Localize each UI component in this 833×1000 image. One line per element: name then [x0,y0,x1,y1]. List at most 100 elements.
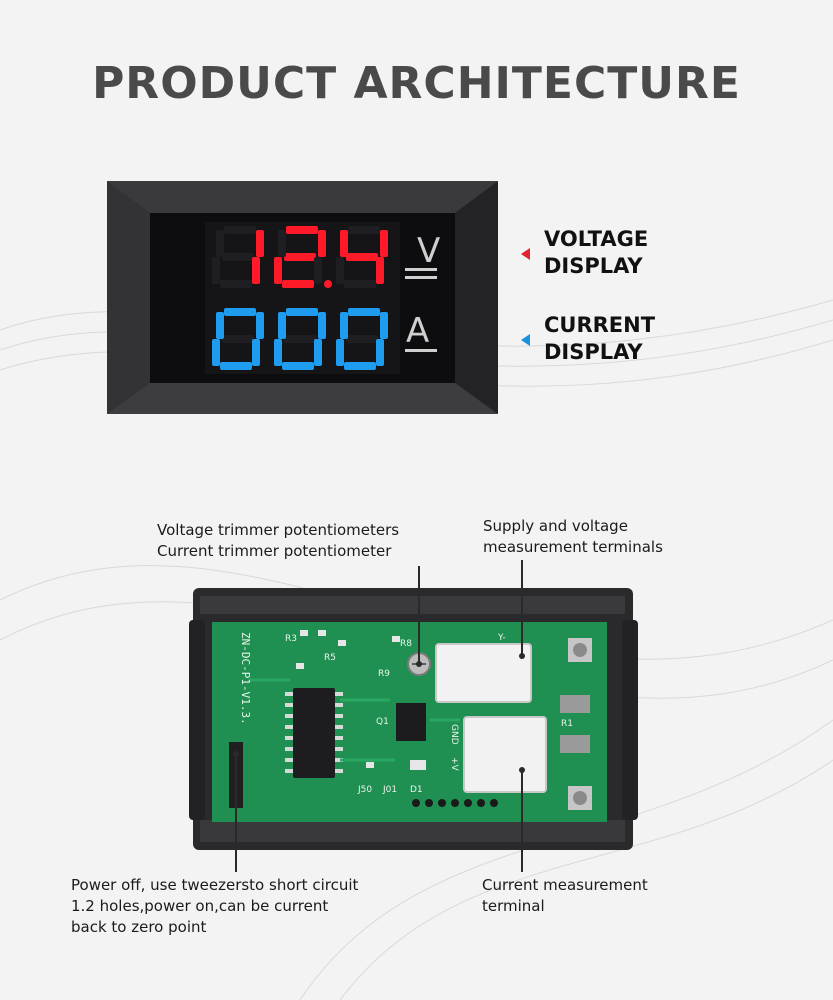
page-title: PRODUCT ARCHITECTURE [92,58,741,109]
voltage-digit-1-seg-f [278,230,286,257]
mount-hole-top [573,643,587,657]
zero-label-line2: 1.2 holes,power on,can be current [71,897,329,915]
voltage-digit-0-seg-g [222,253,254,261]
ic-pin-right-2 [335,714,343,718]
voltage-digit-0-seg-a [224,226,256,234]
ic-chip [293,688,335,778]
current-digit-2-seg-a [348,308,380,316]
zero-label-line3: back to zero point [71,918,207,936]
current-digit-2-seg-b [380,312,388,339]
ic-pin-left-5 [285,747,293,751]
voltage-digit-1-seg-e [274,257,282,284]
board-id: ZN-DC-P1-V1.3. [239,632,252,725]
voltage-digit-0-seg-d [220,280,252,288]
current-digit-2-seg-d [344,362,376,370]
current-digit-2-seg-e [336,339,344,366]
ic-pin-right-0 [335,692,343,696]
meter-bevel-top [107,181,498,213]
voltage-digit-0-seg-f [216,230,224,257]
ic-pin-right-6 [335,758,343,762]
ic-pin-left-7 [285,769,293,773]
leader-current-terminal-dot [519,767,525,773]
voltage-callout: VOLTAGE DISPLAY [544,226,648,280]
housing-bottom-rail [200,820,625,842]
voltage-digit-2-seg-e [336,257,344,284]
shunt-pad-top [560,695,590,713]
header-pin-2 [438,799,446,807]
voltage-digit-2-seg-d [344,280,376,288]
current-digit-1-seg-g [284,335,316,343]
silk-j50: J50 [357,785,372,795]
ic-pin-right-7 [335,769,343,773]
trimmer-label-line2: Current trimmer potentiometer [157,542,392,560]
ic-pin-right-1 [335,703,343,707]
voltage-digit-2-seg-a [348,226,380,234]
leader-trimmer-dot [416,661,422,667]
pcb-assembly: ZN-DC-P1-V1.3. GND +V R1 J50 J01 D1 R9 R… [189,588,638,850]
current-digit-0-seg-d [220,362,252,370]
trimmer-label: Voltage trimmer potentiometers Current t… [157,520,399,562]
voltage-digits [212,226,388,288]
regulator [396,703,426,741]
current-digit-1-seg-b [318,312,326,339]
current-digit-1-seg-c [314,339,322,366]
current-digit-2-seg-g [346,335,378,343]
voltage-unit-underline [405,268,437,271]
voltage-digit-1-seg-b [318,230,326,257]
supply-connector[interactable] [435,643,532,703]
meter-bevel-right [455,181,498,414]
current-callout-line1: CURRENT [544,313,656,337]
voltage-callout-line2: DISPLAY [544,254,643,278]
voltage-digit-0-seg-b [256,230,264,257]
header-pin-0 [412,799,420,807]
current-connector[interactable] [463,716,547,793]
current-digit-0-seg-f [216,312,224,339]
shunt-pad-bottom [560,735,590,753]
digit-window [205,222,400,374]
current-unit-underline [405,349,437,352]
ic-pin-right-3 [335,725,343,729]
current-digit-2-seg-f [340,312,348,339]
panel-meter: V A [107,181,498,414]
ic-pins [285,692,343,773]
current-digit-1-seg-f [278,312,286,339]
supply-label-line1: Supply and voltage [483,517,628,535]
current-digit-0-seg-b [256,312,264,339]
supply-label-line2: measurement terminals [483,538,663,556]
smd-components [296,630,426,770]
voltage-unit: V [417,231,440,271]
current-terminal-label-line2: terminal [482,897,545,915]
housing-top-rail [200,596,625,614]
current-digit-1-seg-e [274,339,282,366]
ic-pin-right-4 [335,736,343,740]
voltage-callout-arrow-icon [521,248,530,260]
header-pin-6 [490,799,498,807]
current-callout-arrow-icon [521,334,530,346]
current-digit-2-seg-c [376,339,384,366]
voltage-digit-0-seg-c [252,257,260,284]
current-terminal-label-line1: Current measurement [482,876,648,894]
current-digits [212,308,388,370]
leader-zero-dot [233,751,239,757]
voltage-decimal-point [324,280,332,288]
header-pin-1 [425,799,433,807]
voltage-digit-2-seg-c [376,257,384,284]
zero-label-line1: Power off, use tweezersto short circuit [71,876,359,894]
current-callout-line2: DISPLAY [544,340,643,364]
supply-terminal-label: Supply and voltage measurement terminals [483,516,663,558]
ic-pin-left-2 [285,714,293,718]
clip-left [189,620,205,820]
ic-pin-left-0 [285,692,293,696]
meter-bevel-bottom [107,383,498,414]
silk-r5: R5 [324,653,336,663]
pcb-traces [250,678,460,762]
current-digit-1-seg-d [282,362,314,370]
leader-lines [233,560,525,872]
voltage-digit-2-seg-f [340,230,348,257]
current-digit-1-seg-a [286,308,318,316]
silk-r1: R1 [561,719,573,729]
voltage-callout-line1: VOLTAGE [544,227,649,251]
current-unit: A [406,311,429,351]
silk-j01: J01 [382,785,397,795]
